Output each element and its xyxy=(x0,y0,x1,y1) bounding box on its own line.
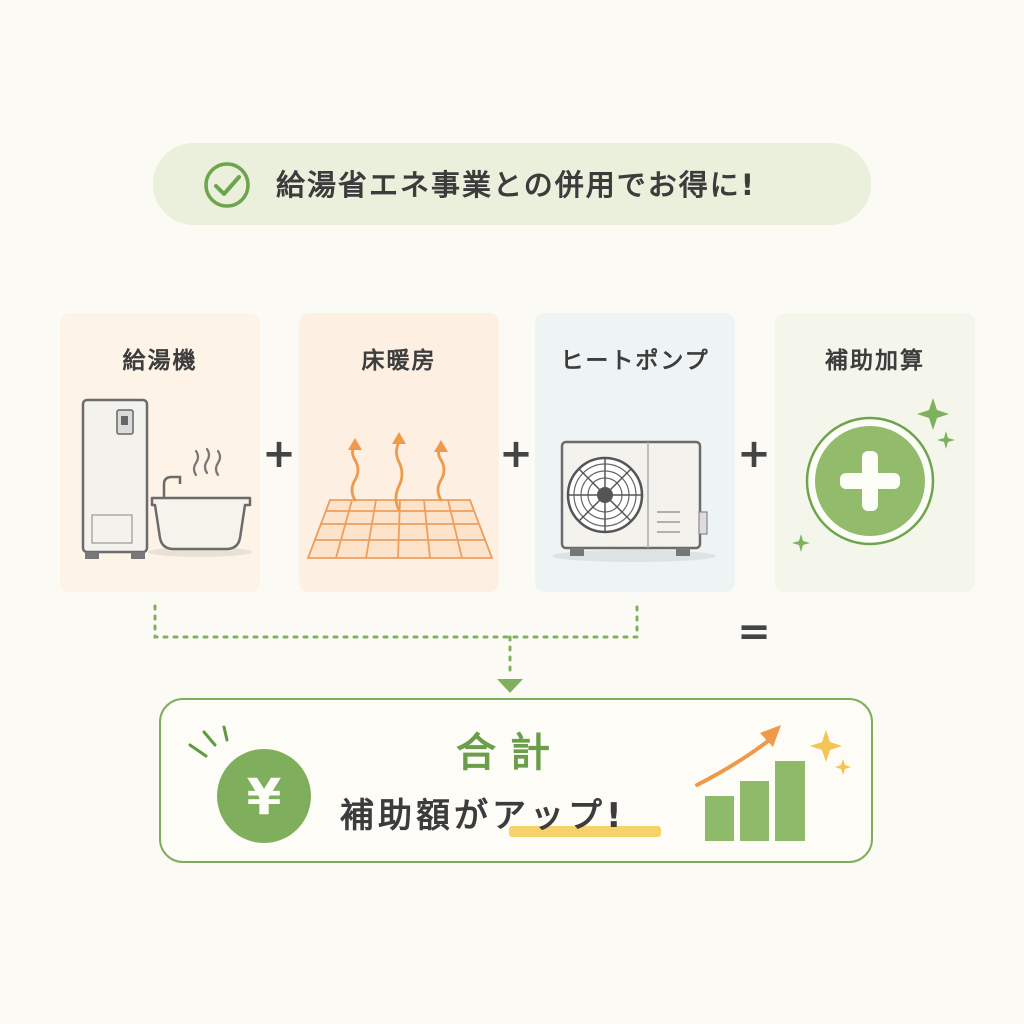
card-label: 補助加算 xyxy=(825,348,925,374)
heat-pump-icon xyxy=(552,440,716,562)
total-label: 合計 xyxy=(456,730,564,776)
card-label: 床暖房 xyxy=(361,348,437,374)
sparkle-icon xyxy=(810,730,851,775)
yen-coin-icon: ¥ xyxy=(217,749,311,843)
growth-chart-icon xyxy=(695,725,805,841)
shine-lines-icon xyxy=(188,725,229,758)
water-heater-icon xyxy=(81,398,149,559)
sparkle-icon xyxy=(792,398,955,552)
banner-text: 給湯省エネ事業との併用でお得に! xyxy=(276,168,756,202)
subsidy-up-text: 補助額がアップ! xyxy=(340,796,626,836)
plus-operator: + xyxy=(737,431,771,477)
connector-line xyxy=(153,604,639,679)
plus-circle-icon xyxy=(805,416,935,546)
plus-operator: + xyxy=(499,431,533,477)
heat-arrows-icon xyxy=(348,432,448,512)
card-label: ヒートポンプ xyxy=(560,348,710,374)
arrow-down-icon xyxy=(497,679,523,693)
equals-operator: = xyxy=(737,609,771,655)
bathtub-icon xyxy=(148,447,252,557)
card-subsidy-bonus: 補助加算 xyxy=(775,313,975,592)
highlight-underline xyxy=(509,826,661,837)
yen-symbol: ¥ xyxy=(247,768,282,826)
plus-operator: + xyxy=(262,431,296,477)
banner xyxy=(153,143,871,225)
card-label: 給湯機 xyxy=(122,348,198,374)
